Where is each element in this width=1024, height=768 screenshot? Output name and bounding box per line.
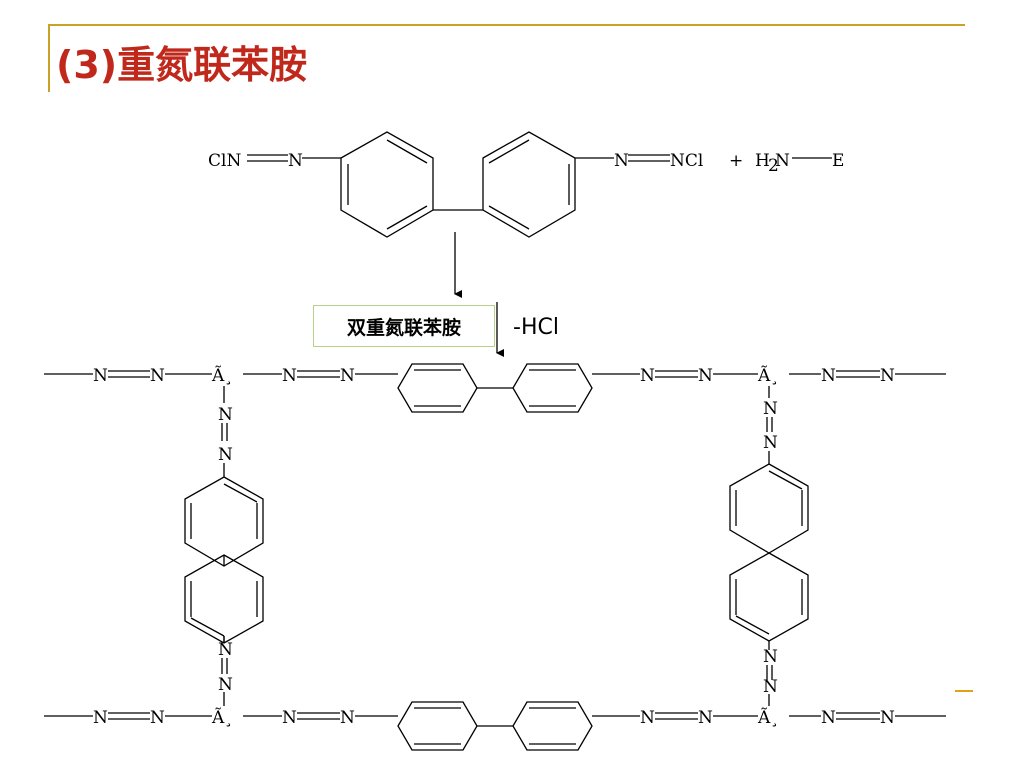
- svg-text:N: N: [698, 366, 713, 386]
- svg-text:N: N: [93, 366, 108, 386]
- svg-text:N: N: [218, 405, 233, 425]
- svg-text:N: N: [150, 708, 165, 728]
- amine-subscript: 2: [768, 156, 779, 176]
- title-accent-bar: [48, 24, 50, 92]
- svg-text:N: N: [763, 433, 778, 453]
- reactant-left-n: N: [288, 151, 303, 171]
- network-right-link: N N N N: [729, 386, 809, 706]
- svg-text:Ã¸: Ã¸: [757, 365, 779, 386]
- network-top-row: N N Ã¸ N N N N Ã¸ N N: [44, 363, 946, 413]
- network-left-link: N N N N: [184, 386, 264, 706]
- reactant-benzidine-bis-diazonium: ClN N N NCl: [208, 131, 703, 238]
- amine-h: H: [755, 151, 770, 171]
- junction-label: Ã¸: [211, 365, 233, 386]
- corner-mark: [955, 690, 973, 692]
- reagent-label: 双重氮联苯胺: [346, 316, 461, 339]
- svg-text:Ã¸: Ã¸: [757, 707, 779, 728]
- svg-text:N: N: [763, 677, 778, 697]
- reactant-left-group: ClN: [208, 151, 241, 171]
- svg-text:N: N: [640, 708, 655, 728]
- svg-text:N: N: [880, 366, 895, 386]
- svg-text:N: N: [640, 366, 655, 386]
- svg-text:N: N: [821, 708, 836, 728]
- svg-text:N: N: [880, 708, 895, 728]
- svg-text:N: N: [218, 445, 233, 465]
- reactant-amine: H 2 N E: [755, 151, 844, 176]
- svg-text:N: N: [340, 366, 355, 386]
- header-rule: [48, 24, 965, 26]
- network-bottom-row: N N Ã¸ N N N N Ã¸ N N: [44, 701, 946, 751]
- amine-n: N: [775, 151, 790, 171]
- reactant-right-group: NCl: [670, 151, 703, 171]
- svg-text:N: N: [150, 366, 165, 386]
- svg-text:N: N: [763, 647, 778, 667]
- page-title: (3)重氮联苯胺: [56, 43, 308, 87]
- svg-text:N: N: [218, 675, 233, 695]
- amine-e: E: [832, 151, 844, 171]
- svg-text:N: N: [218, 640, 233, 660]
- svg-text:N: N: [763, 399, 778, 419]
- svg-text:N: N: [698, 708, 713, 728]
- reagent-label-box: 双重氮联苯胺: [313, 305, 495, 347]
- svg-text:N: N: [282, 366, 297, 386]
- byproduct-label: -HCl: [513, 315, 559, 340]
- svg-text:N: N: [282, 708, 297, 728]
- svg-text:N: N: [821, 366, 836, 386]
- svg-text:N: N: [340, 708, 355, 728]
- plus-sign: +: [729, 151, 743, 171]
- svg-text:Ã¸: Ã¸: [211, 707, 233, 728]
- svg-text:N: N: [93, 708, 108, 728]
- reactant-right-n: N: [614, 151, 629, 171]
